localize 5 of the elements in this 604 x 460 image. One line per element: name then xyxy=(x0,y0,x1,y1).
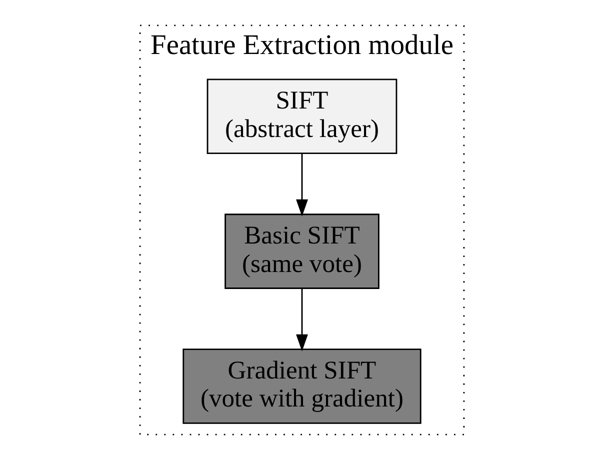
arrow xyxy=(296,288,308,352)
node-box: Basic SIFT (same vote) xyxy=(224,214,380,289)
node-box: SIFT (abstract layer) xyxy=(206,78,398,154)
node-box: Gradient SIFT (vote with gradient) xyxy=(182,348,422,424)
arrow xyxy=(296,154,308,216)
